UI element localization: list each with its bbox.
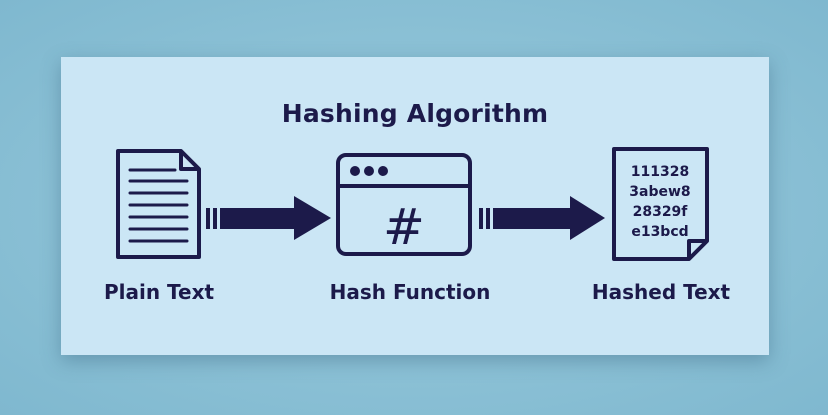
arrow-icon: [479, 196, 605, 240]
hash-function-label: Hash Function: [329, 280, 491, 304]
diagram-canvas: # 111328 3abew8 28329f e13bcd: [116, 147, 709, 261]
hashed-document-icon: 111328 3abew8 28329f e13bcd: [612, 147, 709, 261]
hash-line: 28329f: [633, 204, 689, 220]
hashed-text-label: Hashed Text: [591, 280, 731, 304]
plain-text-label: Plain Text: [103, 280, 215, 304]
diagram-card: Hashing Algorithm: [61, 57, 769, 355]
window-hash-icon: #: [336, 153, 472, 256]
hash-line: e13bcd: [631, 224, 688, 240]
hash-line: 3abew8: [629, 184, 690, 200]
diagram-title: Hashing Algorithm: [281, 99, 549, 128]
hash-line: 111328: [631, 164, 689, 180]
arrow-icon: [206, 196, 331, 240]
hash-symbol: #: [383, 198, 425, 256]
document-icon: [116, 149, 201, 259]
